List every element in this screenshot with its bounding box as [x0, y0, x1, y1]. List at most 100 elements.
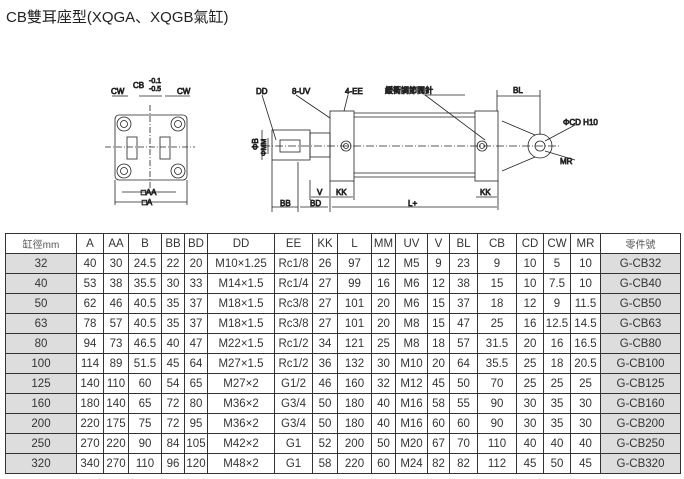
table-cell: 35.5: [128, 273, 162, 294]
table-cell: 30: [516, 393, 544, 414]
table-cell: 27: [312, 293, 338, 314]
table-cell: 96: [161, 453, 185, 474]
table-cell: 18: [427, 333, 450, 354]
column-header: V: [427, 233, 450, 254]
table-cell: 12: [371, 253, 396, 274]
column-header: L: [337, 233, 372, 254]
page-title: CB雙耳座型(XQGA、XQGB氣缸): [6, 9, 229, 26]
table-cell: 9: [427, 253, 450, 274]
label-cb-tol-upper: -0.1: [149, 78, 161, 85]
column-header: CD: [516, 233, 544, 254]
table-cell: 90: [128, 433, 162, 454]
table-cell: 140: [103, 393, 129, 414]
table-cell: M6: [395, 293, 428, 314]
table-cell: 40.5: [128, 293, 162, 314]
bore-cell: 40: [5, 273, 77, 294]
table-cell: 105: [184, 433, 208, 454]
column-header: BD: [184, 233, 208, 254]
table-cell: 20: [371, 313, 396, 334]
table-cell: 62: [76, 293, 104, 314]
label-v: V: [317, 188, 323, 197]
table-cell: G3/4: [274, 393, 313, 414]
table-cell: 45: [161, 353, 185, 374]
column-header: DD: [207, 233, 275, 254]
table-cell: 60: [128, 373, 162, 394]
table-cell: 15: [427, 313, 450, 334]
table-cell: 20: [516, 333, 544, 354]
table-cell: 27: [312, 313, 338, 334]
table-cell: 46.5: [128, 333, 162, 354]
table-cell: M6: [395, 273, 428, 294]
table-cell: G1: [274, 433, 313, 454]
table-cell: 270: [103, 453, 129, 474]
table-cell: 60: [449, 413, 478, 434]
table-cell: 180: [76, 393, 104, 414]
label-cw-left: CW: [111, 87, 125, 96]
table-cell: M27×2: [207, 373, 275, 394]
table-cell: 57: [449, 333, 478, 354]
label-cb-tol-lower: -0.5: [149, 86, 161, 93]
table-cell: 25: [516, 353, 544, 374]
bore-cell: 320: [5, 453, 77, 474]
table-cell: 25: [570, 373, 601, 394]
table-cell: M5: [395, 253, 428, 274]
table-cell: 31.5: [477, 333, 517, 354]
table-cell: 60: [427, 413, 450, 434]
table-cell: 40: [371, 393, 396, 414]
table-cell: 140: [76, 373, 104, 394]
table-cell: 80: [184, 393, 208, 414]
table-cell: 200: [337, 433, 372, 454]
table-cell: 12.5: [543, 313, 571, 334]
column-header: 零件號: [600, 233, 681, 254]
part-number-cell: G-CB320: [600, 453, 681, 474]
table-cell: 175: [103, 413, 129, 434]
table-cell: 45: [570, 453, 601, 474]
table-cell: 58: [427, 393, 450, 414]
table-cell: 30: [570, 413, 601, 434]
table-cell: 110: [477, 433, 517, 454]
part-number-cell: G-CB50: [600, 293, 681, 314]
table-cell: 50: [371, 433, 396, 454]
table-cell: 37: [184, 293, 208, 314]
bore-cell: 160: [5, 393, 77, 414]
column-header: MR: [570, 233, 601, 254]
part-number-cell: G-CB250: [600, 433, 681, 454]
label-l: L+: [408, 199, 417, 208]
table-cell: 30: [161, 273, 185, 294]
column-header: 缸徑mm: [5, 233, 77, 254]
table-cell: M36×2: [207, 393, 275, 414]
table-cell: 50: [449, 373, 478, 394]
table-cell: 180: [337, 393, 372, 414]
table-cell: M18×1.5: [207, 293, 275, 314]
table-cell: M27×1.5: [207, 353, 275, 374]
table-cell: 37: [449, 293, 478, 314]
table-cell: 20: [184, 253, 208, 274]
table-cell: 16: [371, 273, 396, 294]
table-cell: 180: [337, 413, 372, 434]
table-cell: 20: [427, 353, 450, 374]
table-cell: 10: [516, 273, 544, 294]
table-cell: 10: [570, 253, 601, 274]
column-header: AA: [103, 233, 129, 254]
table-cell: 23: [449, 253, 478, 274]
table-cell: M42×2: [207, 433, 275, 454]
table-cell: 12: [516, 293, 544, 314]
table-cell: M20: [395, 433, 428, 454]
label-cushion-needle: 緩衝調節閥針: [385, 85, 433, 95]
bore-cell: 200: [5, 413, 77, 434]
table-cell: 35: [543, 413, 571, 434]
table-cell: M12: [395, 373, 428, 394]
table-cell: 40: [543, 433, 571, 454]
label-kk-left: KK: [336, 188, 347, 197]
part-number-cell: G-CB40: [600, 273, 681, 294]
table-cell: 38: [103, 273, 129, 294]
